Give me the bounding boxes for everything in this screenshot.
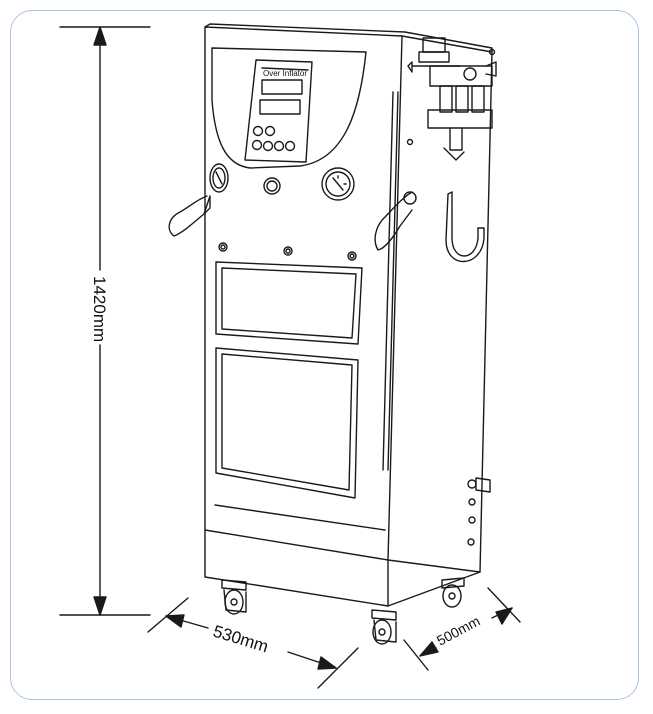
display-label: Over Inflator: [263, 69, 307, 78]
side-bar: [382, 91, 399, 471]
control-panel: Over Inflator: [211, 47, 367, 169]
caster-front-right: [371, 609, 397, 645]
diagram-frame: [10, 10, 639, 700]
upper-window: [215, 261, 363, 345]
panel-button[interactable]: [264, 125, 276, 137]
left-gauge: [209, 163, 229, 193]
cabinet-top: [204, 23, 493, 53]
panel-button[interactable]: [262, 140, 274, 152]
left-handle[interactable]: [168, 195, 211, 237]
panel-button[interactable]: [251, 139, 263, 151]
lcd-upper: [261, 79, 303, 95]
display-label-line: [261, 67, 309, 71]
panel-button[interactable]: [273, 140, 285, 152]
width-label: 530mm: [211, 622, 271, 657]
side-connectors: [467, 477, 491, 546]
bolts: [218, 48, 496, 261]
caster-rear-right: [441, 577, 465, 608]
center-valve: [263, 177, 281, 195]
filter-regulator: [407, 37, 497, 161]
depth-label: 500mm: [434, 613, 483, 649]
panel-curve: [211, 47, 367, 169]
lower-window: [215, 347, 359, 499]
caster-front-left: [221, 579, 247, 615]
depth-dimension: [403, 587, 521, 671]
panel-button[interactable]: [284, 140, 296, 152]
cabinet-front: [204, 26, 403, 561]
width-dimension: [147, 597, 359, 689]
cabinet-side: [387, 35, 493, 573]
right-handle[interactable]: [374, 191, 417, 251]
front-seam: [214, 504, 386, 531]
lcd-lower: [259, 99, 301, 115]
display-module: [244, 59, 313, 163]
height-dimension: [59, 26, 151, 616]
right-gauge: [321, 167, 355, 201]
hose-hook: [445, 191, 485, 263]
cabinet-base: [204, 529, 481, 607]
height-label: 1420mm: [90, 276, 109, 342]
panel-button[interactable]: [252, 125, 264, 137]
